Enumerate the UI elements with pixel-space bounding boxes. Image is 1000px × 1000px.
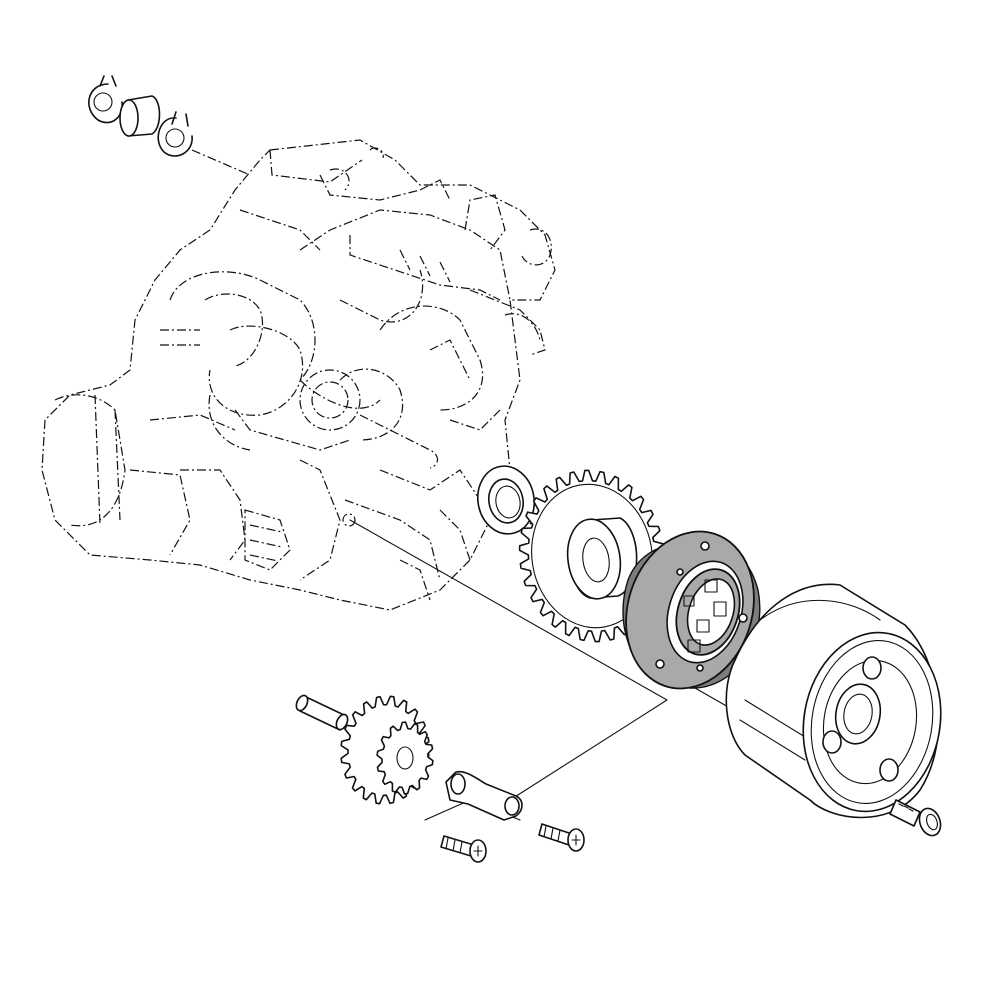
flywheel-bolt	[889, 799, 942, 837]
circlip-2	[157, 111, 193, 157]
idler-shaft	[295, 694, 349, 731]
bracket-plate	[445, 770, 523, 821]
flywheel-rotor	[725, 583, 942, 819]
screw-2	[538, 823, 585, 852]
starter-clutch-highlighted	[622, 530, 761, 690]
bearing	[566, 517, 638, 600]
bushing	[119, 95, 161, 137]
idler-gear	[340, 695, 434, 805]
engine-crankcase	[41, 139, 556, 611]
oil-seal	[477, 465, 535, 535]
circlip-1	[88, 75, 123, 124]
screw-1	[440, 835, 487, 863]
